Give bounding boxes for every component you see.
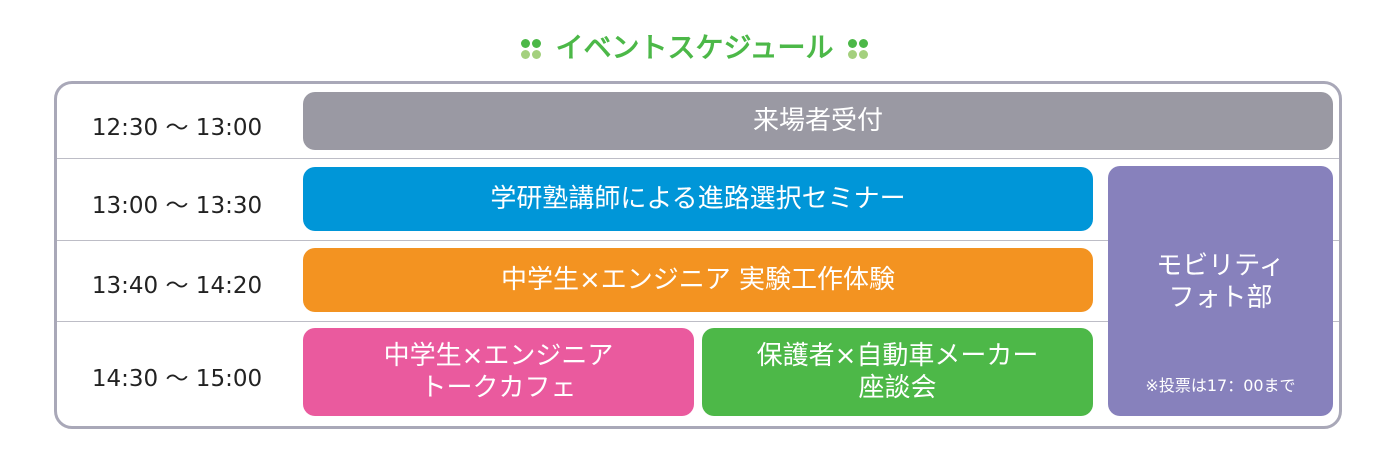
event-panel: 保護者×自動車メーカー座談会 <box>702 328 1093 416</box>
event-label: 学研塾講師による進路選択セミナー <box>490 184 906 214</box>
event-label: 来場者受付 <box>752 106 883 136</box>
time-slot: 14:30 〜 15:00 <box>91 366 263 392</box>
event-label: 中学生×エンジニア <box>383 341 614 371</box>
event-workshop: 中学生×エンジニア 実験工作体験 <box>303 248 1093 312</box>
event-reception: 来場者受付 <box>303 92 1333 150</box>
event-label: フォト部 <box>1168 283 1273 313</box>
event-photo-club: モビリティフォト部 ※投票は17：00まで <box>1108 166 1333 416</box>
event-talk-cafe: 中学生×エンジニアトークカフェ <box>303 328 694 416</box>
event-label: トークカフェ <box>420 373 577 403</box>
schedule-table <box>54 81 1342 429</box>
clover-icon <box>847 39 868 59</box>
event-seminar: 学研塾講師による進路選択セミナー <box>303 167 1093 231</box>
clover-icon <box>521 39 542 59</box>
time-slot: 13:40 〜 14:20 <box>91 273 263 299</box>
event-label: モビリティ <box>1156 251 1285 281</box>
time-slot: 12:30 〜 13:00 <box>91 115 263 141</box>
event-label: 保護者×自動車メーカー <box>756 341 1039 371</box>
title-text: イベントスケジュール <box>555 31 834 64</box>
event-label: 中学生×エンジニア 実験工作体験 <box>500 265 896 295</box>
row-divider <box>57 158 1339 159</box>
row-divider <box>57 321 1339 322</box>
time-slot: 13:00 〜 13:30 <box>91 193 263 219</box>
vote-note: ※投票は17：00まで <box>1145 376 1296 395</box>
schedule-title: イベントスケジュール <box>0 28 1389 68</box>
event-label: 座談会 <box>858 373 937 403</box>
row-divider <box>57 240 1339 241</box>
